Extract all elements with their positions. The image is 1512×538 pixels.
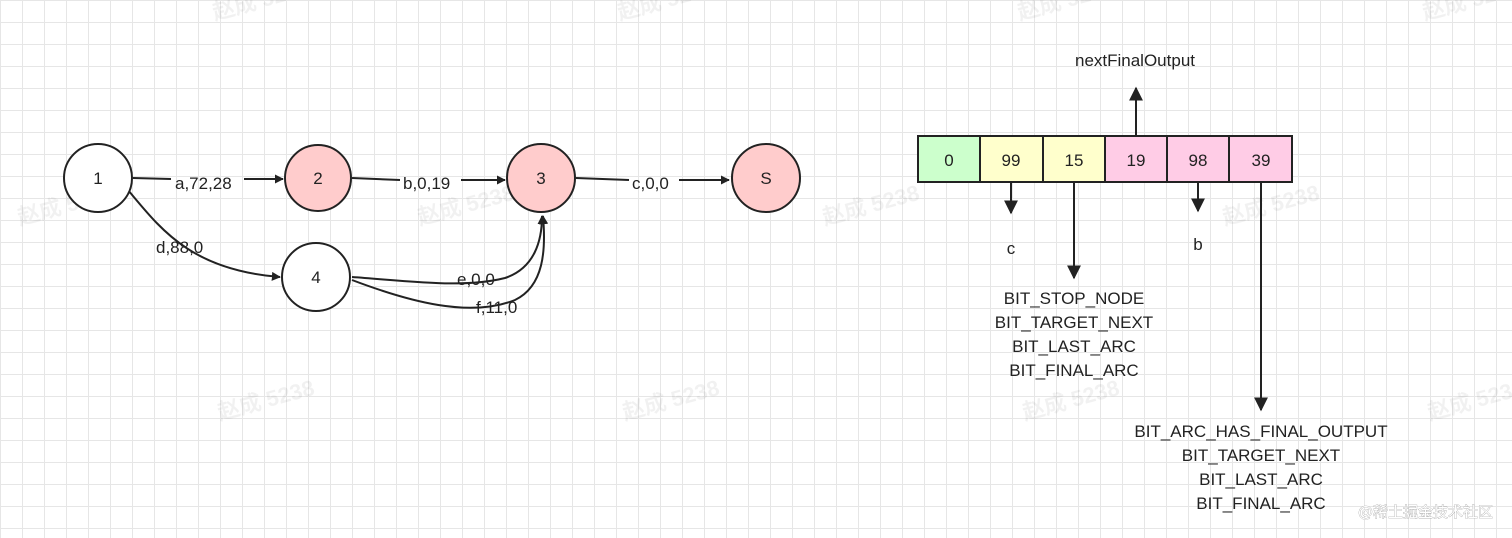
watermark: 赵成 5238 <box>614 0 717 25</box>
flag-item: BIT_STOP_NODE <box>1004 289 1144 308</box>
arc-label-b: b <box>1193 235 1202 254</box>
array-cell: 15 <box>1042 135 1106 183</box>
state-node-1: 1 <box>63 143 133 213</box>
edge-2-3 <box>351 177 401 181</box>
next-final-output-label: nextFinalOutput <box>1075 51 1195 70</box>
watermark: 赵成 5238 <box>1019 375 1122 425</box>
array-annotations: nextFinalOutput c b BIT_STOP_NODE BIT_TA… <box>995 51 1388 513</box>
fsa-graph: a,72,28 b,0,19 c,0,0 d,88,0 e,0,0 f,11,0… <box>63 143 801 317</box>
watermark: 赵成 5238 <box>209 0 312 25</box>
watermark: 赵成 5238 <box>819 180 922 230</box>
flag-item: BIT_LAST_ARC <box>1012 337 1136 356</box>
flags-list-39: BIT_ARC_HAS_FINAL_OUTPUT BIT_TARGET_NEXT… <box>1134 422 1387 513</box>
edge-label-1-2: a,72,28 <box>175 174 232 193</box>
edge-label-2-3: b,0,19 <box>403 174 450 193</box>
flag-item: BIT_FINAL_ARC <box>1196 494 1325 513</box>
array-cell: 19 <box>1104 135 1168 183</box>
edge-label-4-3-f: f,11,0 <box>476 298 517 317</box>
arc-label-c: c <box>1007 239 1016 258</box>
cell-value: 39 <box>1252 151 1271 170</box>
watermark: 赵成 5238 <box>619 375 722 425</box>
state-node-2: 2 <box>284 144 352 212</box>
edge-3-S <box>575 177 630 181</box>
state-label: 2 <box>313 169 322 188</box>
cell-value: 98 <box>1189 151 1208 170</box>
cell-value: 15 <box>1065 151 1084 170</box>
edge-label-4-3-e: e,0,0 <box>457 270 495 289</box>
watermark: 赵成 5238 <box>1419 0 1512 25</box>
flag-item: BIT_LAST_ARC <box>1199 470 1323 489</box>
state-label: 3 <box>536 169 545 188</box>
footer-watermark: @稀土掘金技术社区 <box>1358 503 1493 521</box>
edge-label-1-4: d,88,0 <box>156 238 203 257</box>
array-cell: 0 <box>917 135 981 183</box>
watermark: 赵成 5238 <box>1014 0 1117 25</box>
array-cell: 39 <box>1228 135 1293 183</box>
watermark: 赵成 5238 <box>1424 375 1512 425</box>
byte-array: 0 99 15 19 98 39 <box>917 135 1293 183</box>
state-label: 1 <box>93 169 102 188</box>
edge-4-3-e <box>351 215 547 285</box>
state-node-3: 3 <box>506 143 576 213</box>
cell-value: 99 <box>1002 151 1021 170</box>
state-node-S: S <box>731 143 801 213</box>
watermark: 赵成 5238 <box>1219 180 1322 230</box>
flag-item: BIT_TARGET_NEXT <box>995 313 1153 332</box>
state-node-4: 4 <box>281 242 351 312</box>
edge-1-4 <box>127 189 281 281</box>
cell-value: 19 <box>1127 151 1146 170</box>
flag-item: BIT_FINAL_ARC <box>1009 361 1138 380</box>
cell-value: 0 <box>944 151 953 170</box>
array-cell: 99 <box>979 135 1044 183</box>
flag-item: BIT_ARC_HAS_FINAL_OUTPUT <box>1134 422 1387 441</box>
flags-list-15: BIT_STOP_NODE BIT_TARGET_NEXT BIT_LAST_A… <box>995 289 1153 380</box>
state-label: 4 <box>311 268 320 287</box>
edge-4-3-f <box>351 215 549 309</box>
array-cell: 98 <box>1166 135 1230 183</box>
flag-item: BIT_TARGET_NEXT <box>1182 446 1340 465</box>
watermark: 赵成 5238 <box>214 375 317 425</box>
edge-label-3-S: c,0,0 <box>632 174 669 193</box>
state-label: S <box>760 169 771 188</box>
edge-1-2 <box>132 177 172 180</box>
